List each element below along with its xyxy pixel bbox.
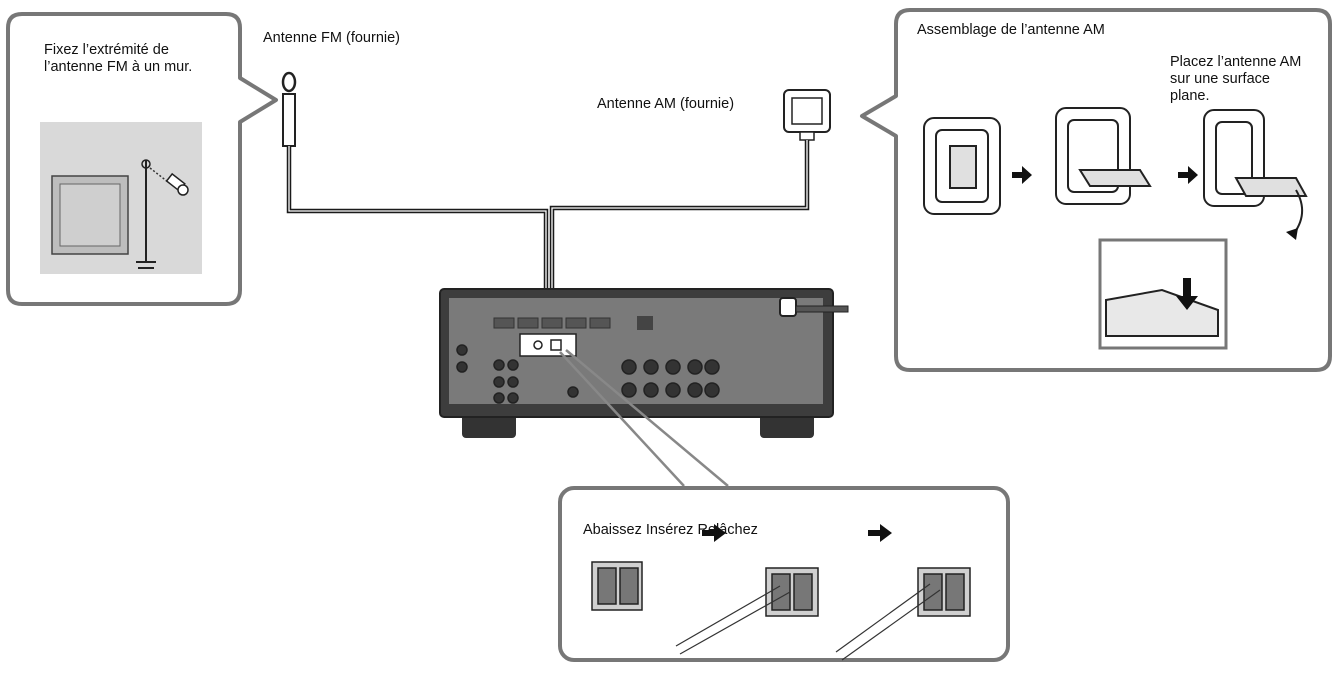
hdmi-ports (493, 317, 611, 329)
am-assembly-title: Assemblage de l’antenne AM (917, 22, 1105, 38)
connector-steps-callout (558, 486, 1010, 662)
arrow-right-icon (1012, 166, 1032, 184)
arrow-right-icon (702, 524, 726, 542)
av-receiver-rear (439, 288, 849, 438)
connector-steps-label: Abaissez Insérez Relâchez (583, 522, 758, 538)
fm-antenna-label: Antenne FM (fournie) (263, 30, 401, 46)
arrow-down-icon (1176, 278, 1198, 310)
am-loop-step-illustration (923, 107, 1308, 350)
wire-strands (675, 583, 941, 661)
am-place-note: Placez l’antenne AM sur une surface plan… (1170, 54, 1302, 104)
speaker-terminals (621, 359, 720, 398)
am-antenna (783, 89, 831, 141)
fm-wall-illustration (40, 122, 202, 274)
screw-icon (165, 172, 189, 196)
network-port (637, 316, 653, 330)
arrow-right-icon (868, 524, 892, 542)
terminal-step-illustration (591, 561, 971, 617)
fm-antenna (281, 71, 297, 147)
antenna-cables (286, 140, 810, 340)
connector-callout-pointer (559, 349, 729, 487)
fm-callout-text: Fixez l’extrémité de l’antenne FM à un m… (44, 42, 193, 75)
analog-jacks (456, 344, 579, 404)
am-assembly-callout (860, 8, 1332, 372)
rotate-arrow-icon (1286, 189, 1303, 240)
arrow-right-icon (1178, 166, 1198, 184)
power-cord (779, 297, 849, 317)
am-antenna-label: Antenne AM (fournie) (597, 96, 735, 112)
fm-wall-callout (6, 12, 278, 306)
antenna-terminal-block (519, 333, 577, 357)
